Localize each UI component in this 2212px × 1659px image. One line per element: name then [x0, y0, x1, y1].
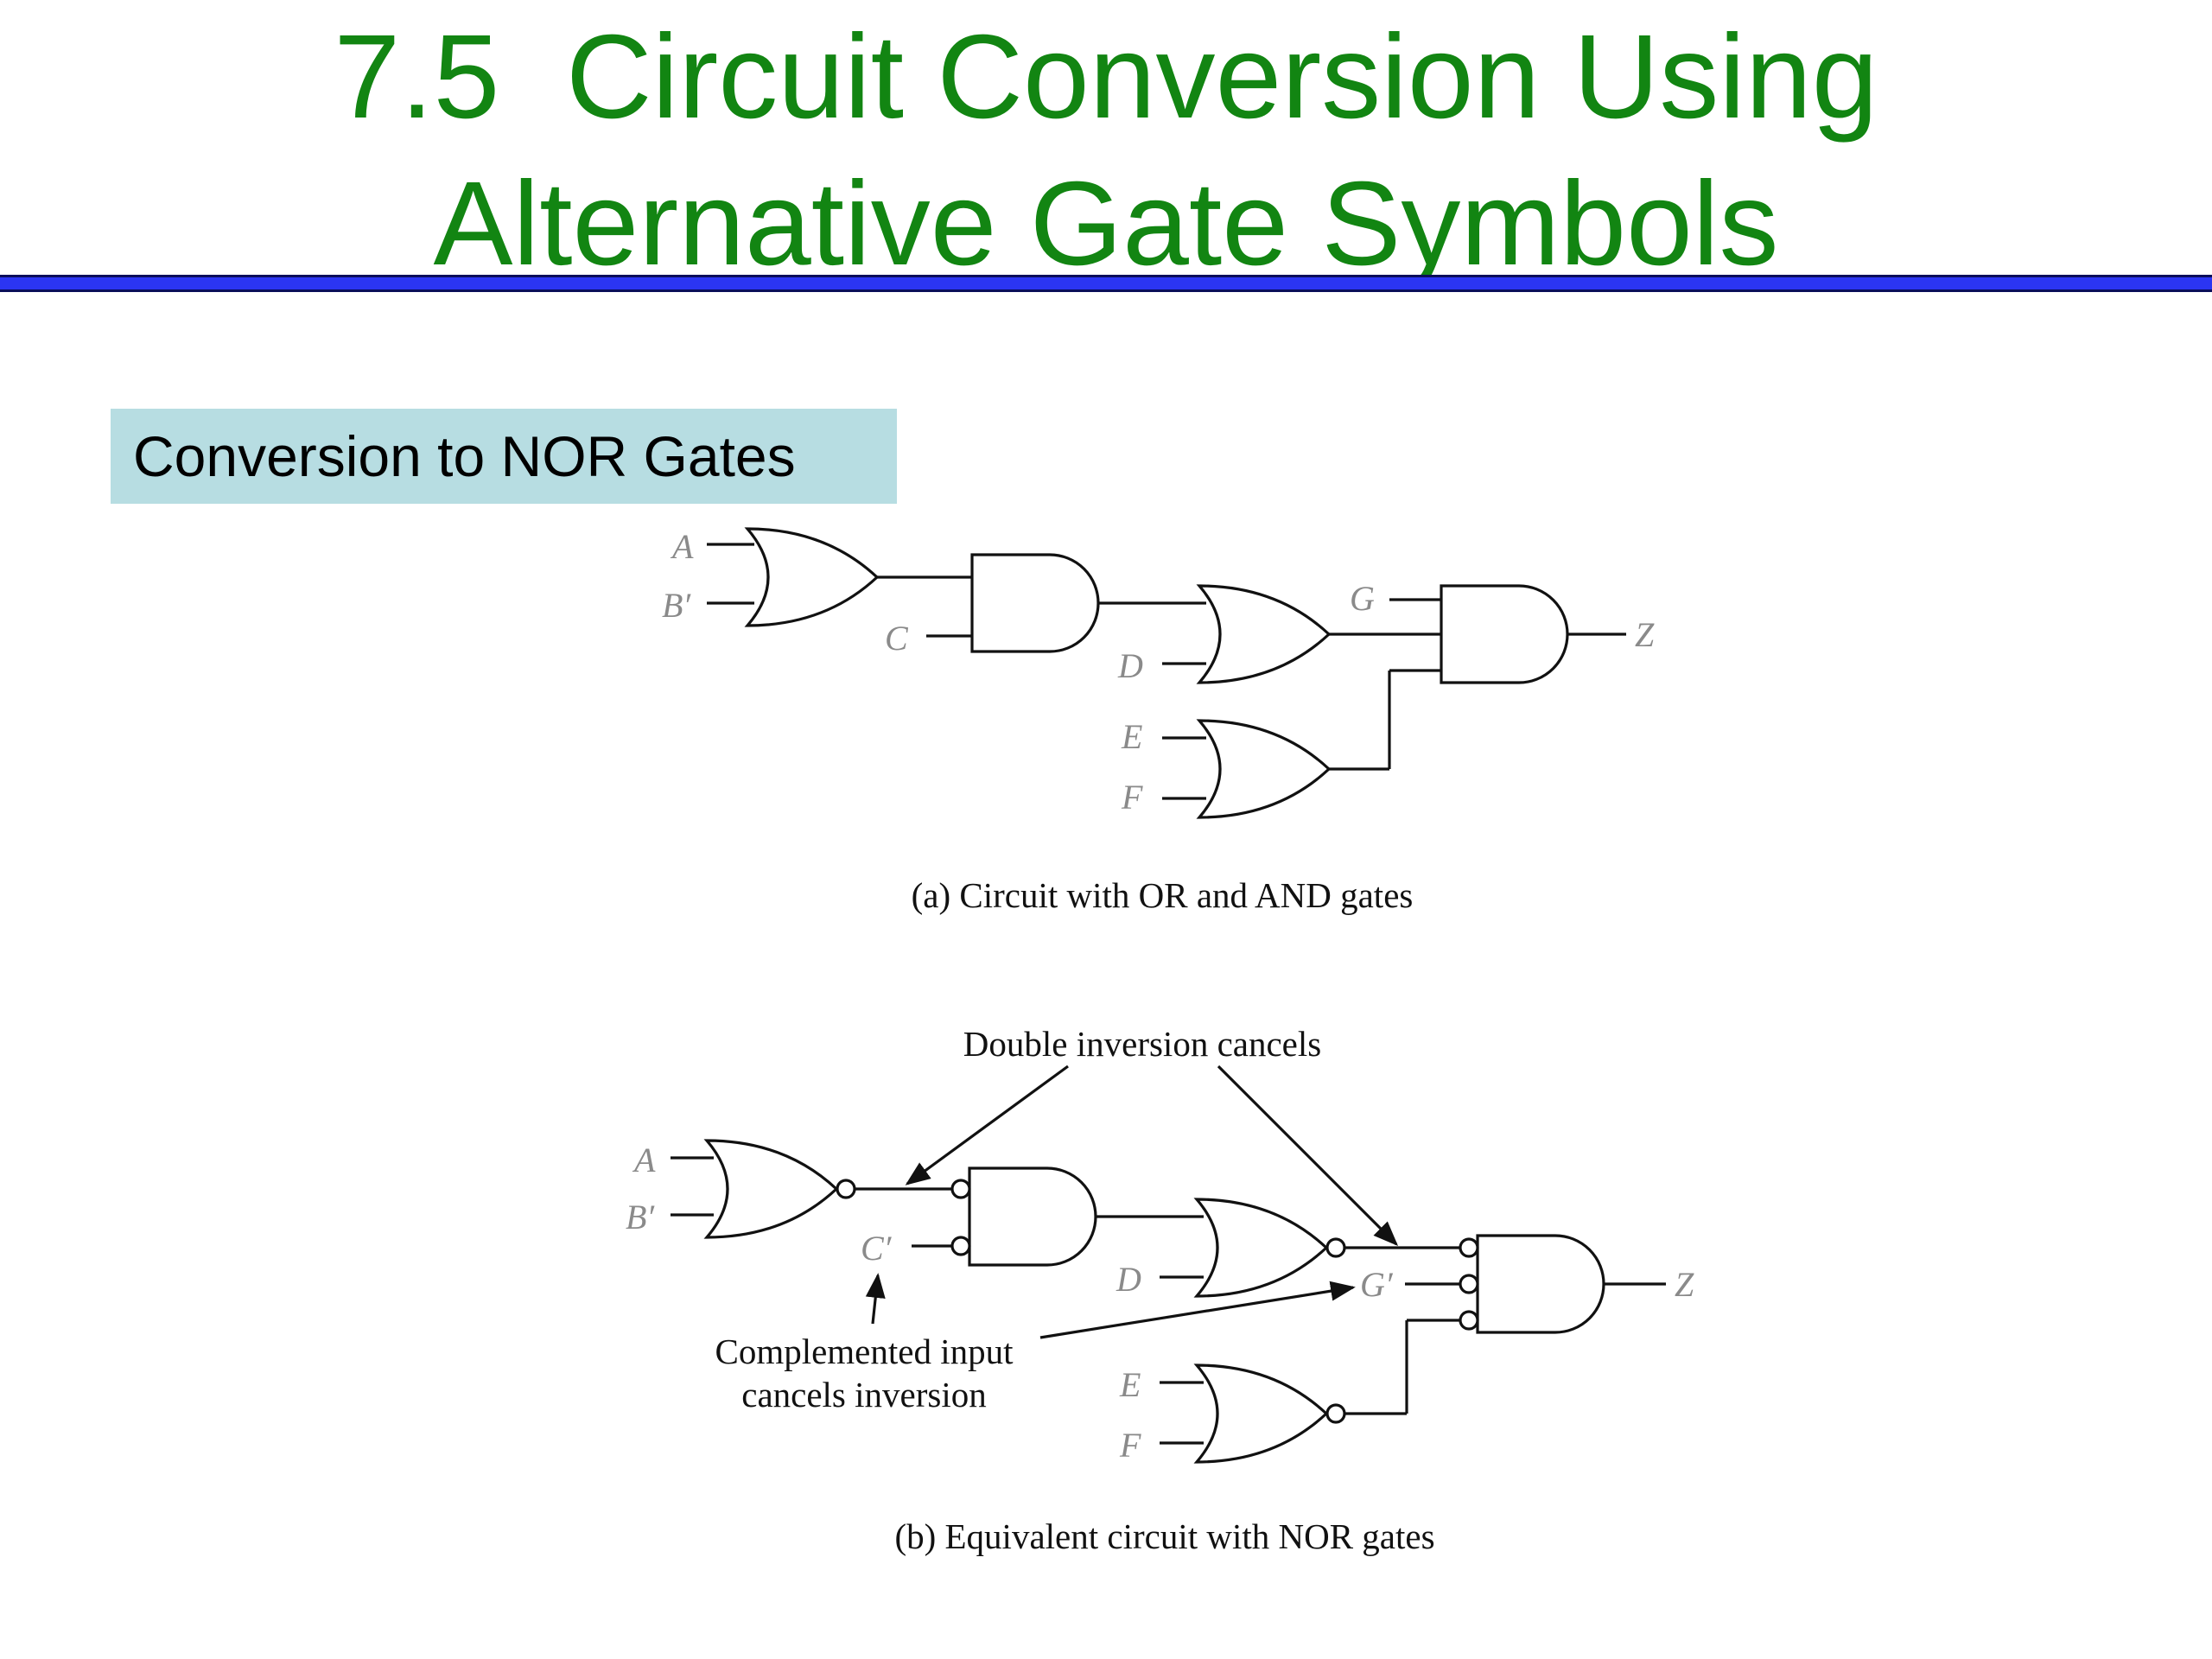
- and-gate-4: [1476, 1234, 1605, 1334]
- title-line-2: Alternative Gate Symbols: [433, 157, 1779, 290]
- circuit-b-label-z: Z: [1675, 1265, 1694, 1304]
- circuit-b-label-e: E: [1119, 1365, 1141, 1404]
- circuit-a-wires: [707, 543, 1626, 800]
- or-gate-3: [1196, 719, 1332, 819]
- circuit-a-label-g: G: [1350, 579, 1375, 618]
- circuit-a: [707, 527, 1626, 819]
- and-gate-3: [968, 1166, 1097, 1267]
- circuit-a-label-c: C: [885, 619, 909, 658]
- or-gate-2: [1196, 584, 1332, 684]
- circuit-a-label-b: B′: [662, 586, 691, 625]
- and-gate-4-bubble-2: [1459, 1274, 1479, 1294]
- title-divider: [0, 275, 2212, 292]
- circuit-a-label-e: E: [1121, 717, 1142, 756]
- and-gate-2: [1440, 584, 1569, 684]
- nor-gate-1-bubble: [836, 1179, 856, 1199]
- slide-title: 7.5 Circuit Conversion Using Alternative…: [0, 3, 2212, 297]
- and-gate-3-bubble-top: [950, 1179, 971, 1199]
- and-gate-3-bubble-bottom: [950, 1236, 971, 1256]
- or-gate-1: [744, 527, 880, 627]
- and-gate-4-bubble-1: [1459, 1237, 1479, 1258]
- and-gate-4-bubble-3: [1459, 1310, 1479, 1331]
- circuit-b-label-f: F: [1119, 1426, 1141, 1465]
- annotation-complemented-line2: cancels inversion: [741, 1375, 986, 1414]
- circuit-b-label-d: D: [1116, 1260, 1141, 1299]
- section-badge: Conversion to NOR Gates: [111, 409, 897, 504]
- circuit-b-wires: [671, 1156, 1666, 1445]
- and-gate-1: [970, 553, 1100, 653]
- nor-gate-3: [1193, 1363, 1329, 1464]
- annotation-arrows: [865, 1065, 1399, 1339]
- title-line-1: 7.5 Circuit Conversion Using: [334, 10, 1878, 143]
- nor-gate-2: [1193, 1198, 1329, 1298]
- circuit-b-label-b: B′: [626, 1198, 655, 1236]
- circuit-a-label-f: F: [1121, 778, 1143, 817]
- circuit-a-label-d: D: [1117, 646, 1143, 685]
- circuit-b-label-c: C′: [861, 1229, 893, 1268]
- nor-gate-3-bubble: [1325, 1403, 1346, 1424]
- nor-gate-1: [703, 1139, 839, 1239]
- circuit-b: [671, 1065, 1666, 1464]
- annotation-complemented-line1: Complemented input: [715, 1332, 1014, 1371]
- annotation-double-inversion: Double inversion cancels: [963, 1024, 1321, 1064]
- circuit-a-caption: (a) Circuit with OR and AND gates: [912, 875, 1414, 915]
- nor-gate-2-bubble: [1325, 1237, 1346, 1258]
- circuit-b-label-a: A: [632, 1141, 656, 1179]
- circuit-a-label-z: Z: [1635, 615, 1655, 654]
- circuit-b-caption: (b) Equivalent circuit with NOR gates: [894, 1516, 1434, 1556]
- circuit-a-label-a: A: [670, 527, 694, 566]
- circuit-b-label-g: G′: [1360, 1265, 1394, 1304]
